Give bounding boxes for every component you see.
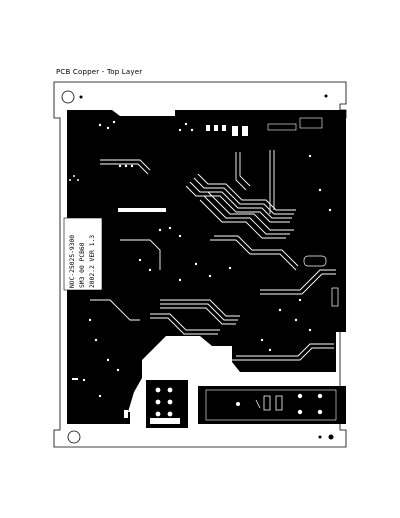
fiducial-bottom-right-2 bbox=[328, 434, 334, 440]
copper-bottom-left-area bbox=[67, 412, 130, 424]
pads-and-vias bbox=[69, 117, 332, 415]
fiducial-top-right bbox=[324, 94, 328, 98]
fiducial-top-left bbox=[79, 95, 83, 99]
copper-pour bbox=[67, 110, 346, 428]
connector-pads bbox=[150, 387, 180, 424]
copper-main-area bbox=[67, 110, 346, 412]
mounting-holes bbox=[61, 90, 334, 444]
silkscreen-line-3: 2002.2 VER 1.3 bbox=[89, 235, 96, 288]
copper-connector-island bbox=[146, 380, 188, 428]
fiducial-bottom-right bbox=[318, 435, 322, 439]
copper-cutout-right bbox=[205, 389, 337, 421]
silkscreen-line-2: SM3 00 PCB60 bbox=[79, 242, 86, 288]
bottom-connectors bbox=[241, 377, 339, 411]
traces bbox=[90, 150, 336, 361]
silkscreen-text: NOC-25025-9300 SM3 00 PCB60 2002.2 VER 1… bbox=[69, 235, 96, 288]
resistor-array-pad bbox=[118, 208, 166, 212]
edge-features bbox=[72, 378, 128, 418]
silkscreen-label bbox=[63, 217, 103, 291]
mounting-hole-top-left bbox=[61, 90, 75, 104]
board-outline bbox=[53, 81, 347, 448]
page-title: PCB Copper - Top Layer bbox=[56, 68, 143, 76]
mounting-hole-bottom-left bbox=[67, 430, 81, 444]
crystal-outline bbox=[303, 255, 339, 307]
silkscreen-line-1: NOC-25025-9300 bbox=[69, 235, 76, 288]
